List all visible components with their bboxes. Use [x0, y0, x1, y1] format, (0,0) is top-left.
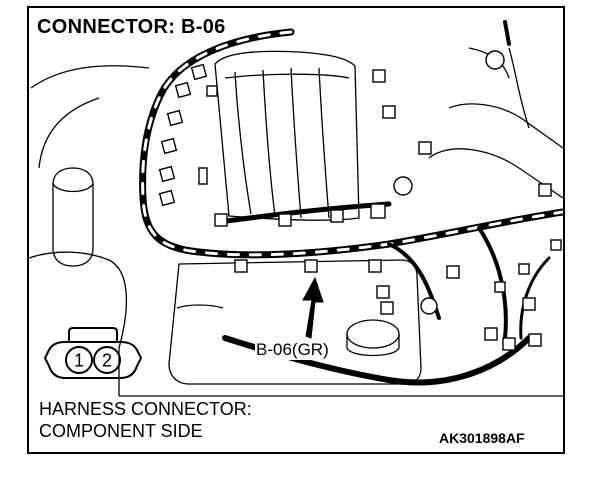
- connector-symbol-lock-tab: [68, 327, 118, 342]
- connector-pin-1: [65, 346, 93, 374]
- strut-tower: [52, 167, 94, 267]
- harness-connector: [376, 285, 390, 299]
- harness-connector: [418, 141, 432, 155]
- pin-1-label: 1: [74, 351, 84, 371]
- intake-runner-2: [262, 69, 276, 217]
- callout-arrow: [302, 276, 324, 339]
- harness-connector: [484, 327, 498, 341]
- harness-branch-right-down: [477, 226, 508, 340]
- connector-symbol-body: [43, 341, 143, 379]
- injector-connector: [330, 209, 344, 223]
- filler-cap-side: [346, 334, 400, 357]
- harness-connector: [158, 189, 176, 207]
- harness-branch-far-right: [519, 256, 551, 340]
- harness-connector: [158, 165, 176, 183]
- intake-plenum-edge: [224, 73, 350, 79]
- harness-connector: [372, 69, 386, 83]
- air-intake-duct-bottom: [428, 148, 563, 199]
- harness-connector: [166, 109, 184, 127]
- harness-connector: [190, 63, 208, 81]
- air-intake-duct-top: [448, 103, 563, 149]
- body-panel-upper-left-outline: [38, 97, 100, 169]
- strut-tower-rim: [52, 183, 94, 193]
- harness-tape-pattern: [141, 30, 563, 257]
- b06-connector: [304, 259, 318, 273]
- harness-connector: [380, 301, 394, 315]
- body-panel-left-outline: [29, 251, 127, 396]
- harness-caption: HARNESS CONNECTOR: COMPONENT SIDE: [39, 398, 252, 442]
- filler-cap: [346, 319, 400, 349]
- injector-harness-branch: [216, 201, 392, 225]
- connector-pin-2: [93, 346, 121, 374]
- harness-connector: [550, 239, 562, 251]
- injector-connector: [214, 213, 228, 227]
- round-sensor: [420, 297, 438, 315]
- harness-connector: [502, 337, 516, 351]
- hose-upper-right: [508, 47, 530, 129]
- pin-2-label: 2: [102, 351, 112, 371]
- sensor-connector: [198, 167, 208, 185]
- harness-connector: [522, 297, 536, 311]
- injector-connector: [370, 203, 386, 219]
- connector-title: CONNECTOR: B-06: [35, 16, 229, 38]
- harness-connector: [518, 263, 530, 275]
- intake-runner-3: [290, 67, 302, 219]
- harness-connector: [160, 137, 178, 155]
- caption-line-1: HARNESS CONNECTOR:: [39, 399, 252, 419]
- caption-line-2: COMPONENT SIDE: [39, 421, 203, 441]
- block-detail-1: [176, 304, 224, 309]
- harness-connector-symbol: [43, 327, 143, 379]
- round-sensor: [485, 50, 505, 70]
- round-sensor: [393, 176, 413, 196]
- harness-connector: [494, 281, 506, 293]
- figure-code: AK301898AF: [439, 430, 525, 446]
- diagram-frame: 1 2 CONNECTOR: B-06 B-06(GR) HARNESS CON…: [27, 6, 565, 454]
- injector-connector: [278, 213, 292, 227]
- harness-connector: [206, 85, 218, 97]
- engine-bay-illustration: 1 2: [29, 20, 563, 397]
- intake-runner-4: [318, 67, 330, 219]
- harness-connector: [446, 265, 460, 279]
- harness-connector: [382, 105, 396, 119]
- harness-connector: [528, 333, 542, 347]
- connector-callout-label: B-06(GR): [255, 340, 330, 360]
- intake-runner-1: [234, 71, 252, 215]
- harness-connector: [538, 183, 552, 197]
- engine-block-lower: [168, 259, 422, 385]
- injector-connector: [234, 259, 248, 273]
- injector-connector: [368, 259, 382, 273]
- harness-connector: [174, 81, 192, 99]
- body-panel-top-outline: [30, 65, 150, 89]
- harness-branch-top-right: [503, 20, 511, 46]
